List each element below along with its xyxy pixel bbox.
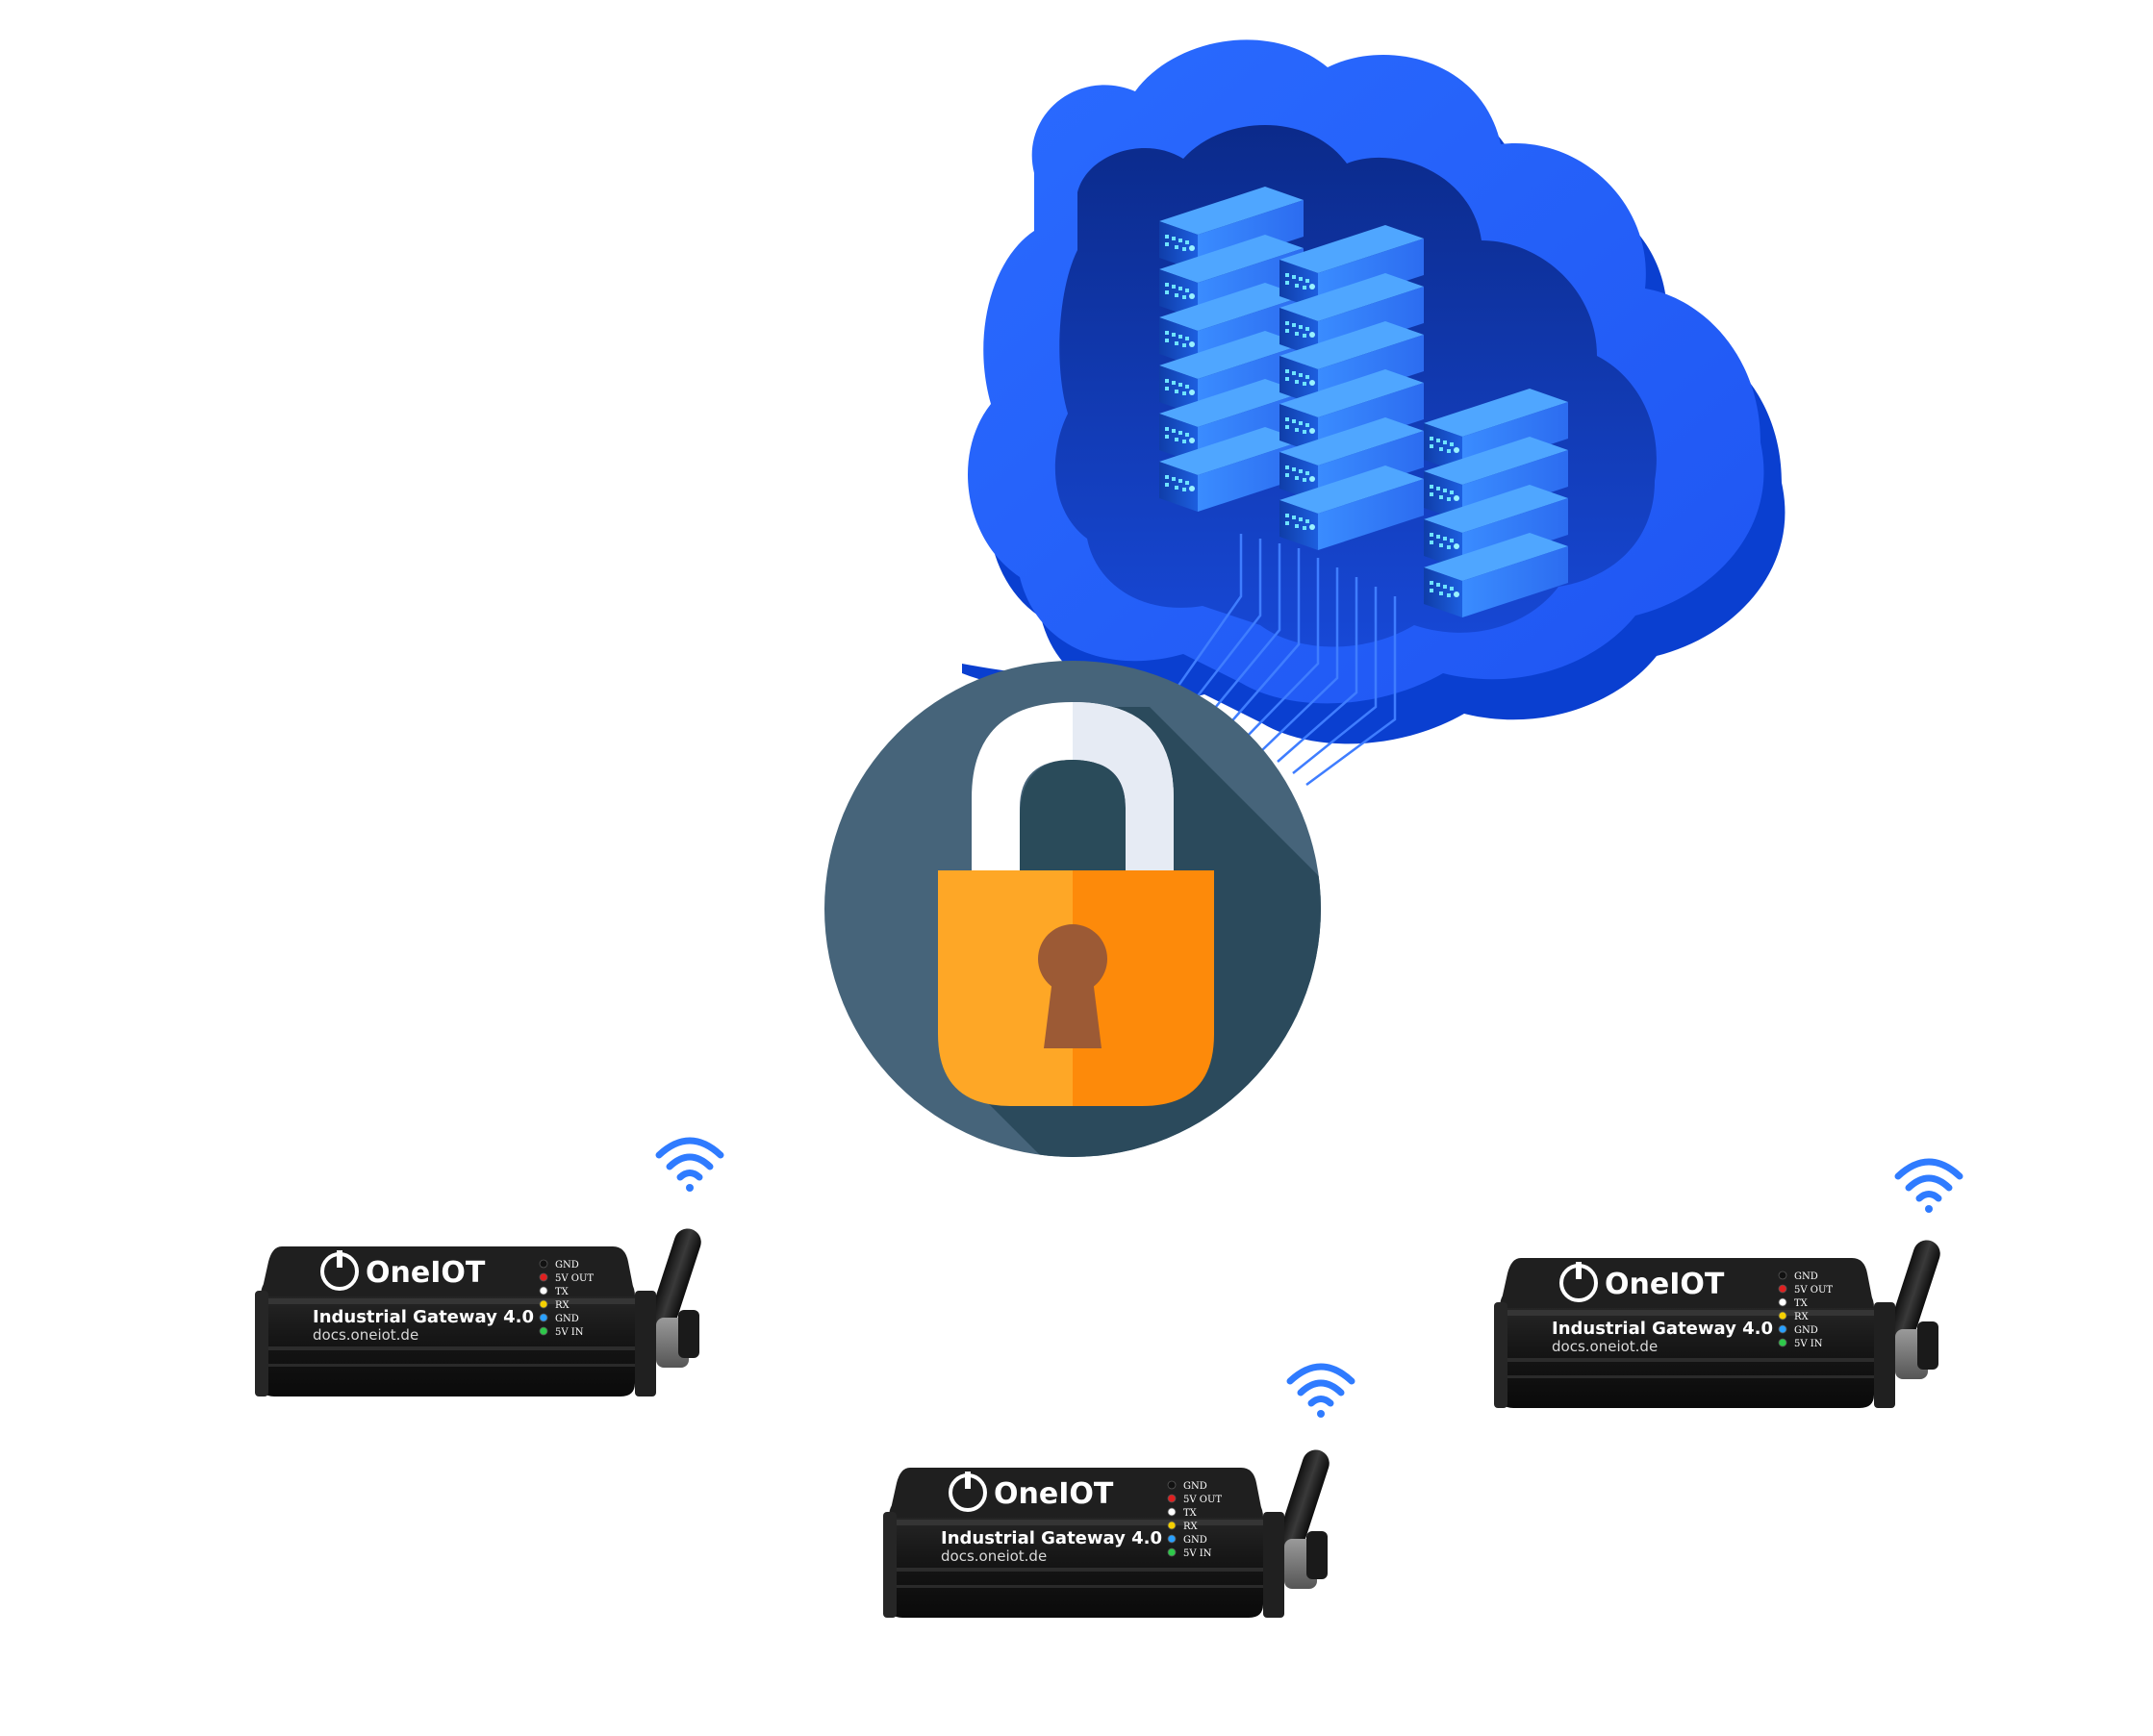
pin-label: RX — [555, 1300, 570, 1311]
pin-list: GND 5V OUT TX RX GND 5V IN — [1167, 1480, 1222, 1559]
pin-row: 5V OUT — [1167, 1494, 1222, 1505]
pin-row: TX — [1167, 1507, 1198, 1519]
padlock-icon — [824, 661, 1321, 1157]
pin-label: RX — [1183, 1522, 1199, 1532]
pin-indicator-dot — [1167, 1534, 1177, 1544]
pin-row: 5V OUT — [539, 1272, 594, 1284]
pin-row: GND — [539, 1259, 579, 1271]
pin-indicator-dot — [1167, 1480, 1177, 1490]
brand-label: OneIOT — [1605, 1268, 1725, 1301]
gateway-device-bottom: OneIOT Industrial Gateway 4.0 docs.oneio… — [883, 1363, 1355, 1618]
pin-label: TX — [1183, 1508, 1198, 1519]
pin-indicator-dot — [1778, 1271, 1787, 1280]
url-label: docs.oneiot.de — [941, 1547, 1047, 1565]
device-logo-icon — [320, 1250, 359, 1291]
pin-row: 5V IN — [1167, 1547, 1212, 1559]
pin-row: GND — [1167, 1480, 1207, 1492]
pin-indicator-dot — [539, 1272, 548, 1282]
pin-row: 5V IN — [539, 1326, 584, 1338]
pin-indicator-dot — [1778, 1311, 1787, 1321]
pin-label: 5V OUT — [555, 1273, 594, 1284]
brand-label: OneIOT — [366, 1256, 486, 1290]
pin-label: 5V IN — [1794, 1339, 1823, 1349]
pin-label: TX — [555, 1287, 570, 1297]
pin-label: TX — [1794, 1298, 1809, 1309]
device-logo-icon — [1559, 1262, 1598, 1302]
pin-row: 5V IN — [1778, 1338, 1823, 1349]
pin-label: GND — [555, 1314, 579, 1324]
pin-indicator-dot — [1778, 1324, 1787, 1334]
wifi-icon — [1894, 1158, 1963, 1213]
pin-label: 5V IN — [555, 1327, 584, 1338]
pin-label: GND — [1794, 1325, 1818, 1336]
pin-row: GND — [539, 1313, 579, 1324]
pin-row: TX — [539, 1286, 570, 1297]
pin-row: GND — [1778, 1271, 1818, 1282]
pin-label: 5V IN — [1183, 1548, 1212, 1559]
pin-label: GND — [555, 1260, 579, 1271]
model-label: Industrial Gateway 4.0 — [941, 1528, 1162, 1548]
pin-indicator-dot — [1167, 1494, 1177, 1503]
pin-row: RX — [1167, 1521, 1199, 1532]
url-label: docs.oneiot.de — [1552, 1338, 1658, 1355]
pin-list: GND 5V OUT TX RX GND 5V IN — [539, 1259, 594, 1338]
pin-indicator-dot — [539, 1326, 548, 1336]
pin-row: GND — [1167, 1534, 1207, 1546]
gateway-device-left: OneIOT Industrial Gateway 4.0 docs.oneio… — [255, 1137, 724, 1396]
pin-row: RX — [1778, 1311, 1810, 1322]
pin-row: 5V OUT — [1778, 1284, 1833, 1296]
model-label: Industrial Gateway 4.0 — [313, 1307, 534, 1327]
pin-row: GND — [1778, 1324, 1818, 1336]
cloud-server-icon — [962, 39, 1786, 744]
pin-indicator-dot — [1167, 1521, 1177, 1530]
pin-label: GND — [1794, 1271, 1818, 1282]
data-cables — [1172, 534, 1397, 787]
pin-label: GND — [1183, 1535, 1207, 1546]
pin-indicator-dot — [539, 1299, 548, 1309]
wifi-icon — [1286, 1363, 1355, 1418]
pin-indicator-dot — [1778, 1338, 1787, 1347]
pin-indicator-dot — [1778, 1284, 1787, 1294]
pin-label: 5V OUT — [1794, 1285, 1833, 1296]
url-label: docs.oneiot.de — [313, 1326, 418, 1344]
pin-label: 5V OUT — [1183, 1495, 1222, 1505]
pin-row: RX — [539, 1299, 570, 1311]
brand-label: OneIOT — [994, 1477, 1114, 1511]
wifi-icon — [655, 1137, 724, 1192]
device-logo-icon — [949, 1472, 987, 1512]
pin-label: GND — [1183, 1481, 1207, 1492]
gateway-device-right: OneIOT Industrial Gateway 4.0 docs.oneio… — [1494, 1158, 1963, 1408]
pin-row: TX — [1778, 1297, 1809, 1309]
pin-indicator-dot — [539, 1286, 548, 1296]
model-label: Industrial Gateway 4.0 — [1552, 1319, 1773, 1339]
pin-label: RX — [1794, 1312, 1810, 1322]
pin-indicator-dot — [539, 1259, 548, 1269]
pin-indicator-dot — [1778, 1297, 1787, 1307]
pin-indicator-dot — [1167, 1547, 1177, 1557]
pin-list: GND 5V OUT TX RX GND 5V IN — [1778, 1271, 1833, 1349]
pin-indicator-dot — [1167, 1507, 1177, 1517]
pin-indicator-dot — [539, 1313, 548, 1322]
